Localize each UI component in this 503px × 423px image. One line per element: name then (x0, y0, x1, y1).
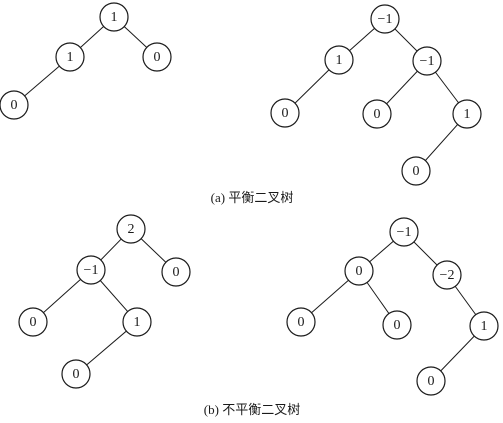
balance-factor-label: 1 (111, 10, 118, 25)
balance-factor-label: 1 (67, 50, 74, 65)
node-circle (0, 90, 29, 120)
balance-factor-label: −1 (397, 225, 412, 240)
caption-balanced: (a) 平衡二叉树 (211, 190, 294, 205)
node-circle (286, 307, 316, 337)
node-circle (370, 4, 400, 34)
balance-factor-label: 0 (298, 315, 305, 330)
tree-node: −1 (370, 4, 400, 34)
balance-factor-label: 1 (336, 53, 343, 68)
balance-factor-label: 1 (134, 315, 141, 330)
tree-node: 1 (99, 2, 129, 32)
balance-factor-label: −1 (378, 12, 393, 27)
balance-factor-label: 0 (374, 107, 381, 122)
tree-node: 1 (469, 311, 499, 341)
tree-node: 0 (286, 307, 316, 337)
node-circle (412, 46, 442, 76)
tree-node: 0 (344, 256, 374, 286)
node-circle (416, 366, 446, 396)
tree-node: −1 (76, 255, 106, 285)
tree-node: 0 (382, 310, 412, 340)
tree-node: 2 (116, 214, 146, 244)
tree-node: 1 (55, 42, 85, 72)
balance-factor-label: 0 (30, 315, 37, 330)
node-circle (362, 99, 392, 129)
tree-node: 0 (18, 307, 48, 337)
nodes-layer: 1 1 0 0 −1 1 −1 0 0 1 0 2 −1 0 0 1 0 −1 0 −2 0 0 1 0 (0, 2, 499, 396)
tree-node: 1 (324, 45, 354, 75)
tree-node: 0 (362, 99, 392, 129)
node-circle (99, 2, 129, 32)
node-circle (61, 359, 91, 389)
tree-node: 1 (452, 99, 482, 129)
balance-factor-label: −1 (420, 54, 435, 69)
balance-factor-label: 0 (282, 106, 289, 121)
node-circle (270, 98, 300, 128)
tree-node: 0 (270, 98, 300, 128)
node-circle (401, 156, 431, 186)
caption-unbalanced: (b) 不平衡二叉树 (204, 402, 300, 417)
node-circle (142, 42, 172, 72)
balance-factor-label: 0 (73, 367, 80, 382)
balance-factor-label: 1 (464, 107, 471, 122)
node-circle (76, 255, 106, 285)
balance-factor-label: 1 (481, 319, 488, 334)
node-circle (432, 260, 462, 290)
tree-node: 0 (61, 359, 91, 389)
balance-factor-label: 0 (428, 374, 435, 389)
tree-node: 0 (401, 156, 431, 186)
tree-node: −2 (432, 260, 462, 290)
node-circle (116, 214, 146, 244)
balance-factor-label: 0 (11, 98, 18, 113)
node-circle (469, 311, 499, 341)
tree-node: 1 (122, 307, 152, 337)
tree-node: −1 (412, 46, 442, 76)
node-circle (382, 310, 412, 340)
balance-factor-label: 0 (356, 264, 363, 279)
node-circle (18, 307, 48, 337)
tree-node: −1 (389, 217, 419, 247)
node-circle (161, 257, 191, 287)
balance-factor-label: 2 (128, 222, 135, 237)
node-circle (324, 45, 354, 75)
balance-factor-label: 0 (154, 50, 161, 65)
node-circle (122, 307, 152, 337)
node-circle (344, 256, 374, 286)
node-circle (55, 42, 85, 72)
node-circle (452, 99, 482, 129)
balance-factor-label: 0 (173, 265, 180, 280)
tree-node: 0 (416, 366, 446, 396)
balance-factor-label: −2 (440, 268, 455, 283)
tree-node: 0 (142, 42, 172, 72)
balance-factor-label: −1 (84, 263, 99, 278)
balance-factor-label: 0 (413, 164, 420, 179)
tree-node: 0 (0, 90, 29, 120)
balance-factor-label: 0 (394, 318, 401, 333)
tree-node: 0 (161, 257, 191, 287)
node-circle (389, 217, 419, 247)
